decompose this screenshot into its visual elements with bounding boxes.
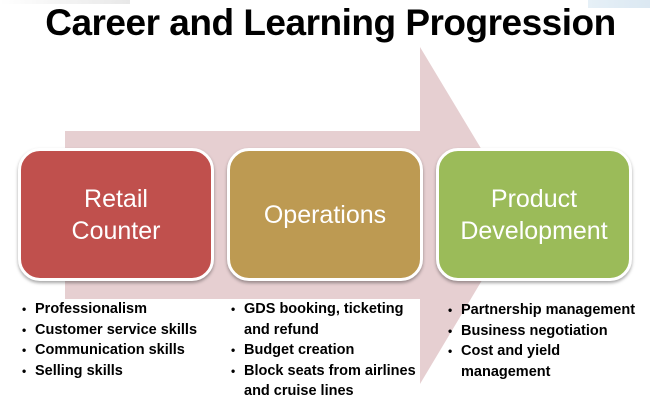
list-item: Block seats from airlines and cruise lin… (231, 361, 431, 402)
stage-label-line: Counter (71, 216, 161, 245)
list-item: Cost and yield management (448, 341, 591, 382)
operations-skills-list: GDS booking, ticketing and refund Budget… (231, 299, 431, 402)
list-item: Budget creation (231, 340, 431, 361)
list-item: Partnership management (448, 300, 658, 321)
list-item: GDS booking, ticketing and refund (231, 299, 431, 340)
stage-label-line: Retail (84, 184, 148, 213)
list-item: Business negotiation (448, 321, 658, 342)
product-development-skills-list: Partnership management Business negotiat… (448, 300, 658, 382)
page-title: Career and Learning Progression (45, 2, 616, 43)
list-item: Communication skills (22, 340, 197, 361)
stage-label-line: Operations (263, 200, 387, 229)
decorative-bar-left (0, 0, 130, 4)
stage-label-line: Development (460, 216, 608, 245)
retail-counter-skills-list: Professionalism Customer service skills … (22, 299, 197, 381)
stage-label-line: Product (490, 184, 578, 213)
decorative-bar-right (588, 0, 650, 8)
stage-operations: Operations (227, 148, 423, 281)
list-item: Professionalism (22, 299, 197, 320)
list-item: Customer service skills (22, 320, 197, 341)
list-item: Selling skills (22, 361, 197, 382)
